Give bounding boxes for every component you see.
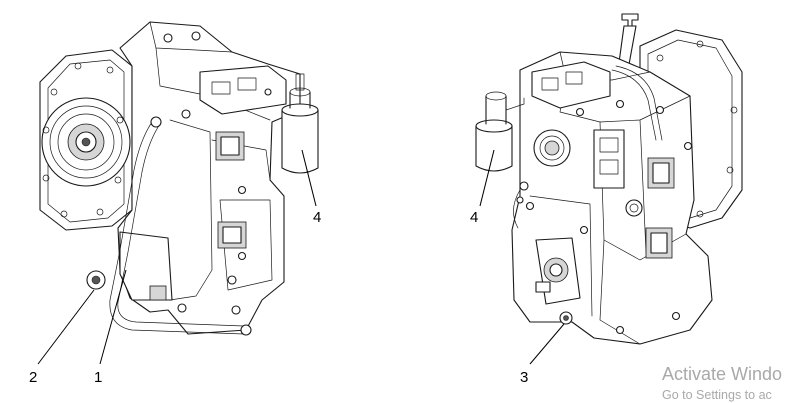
callout-left-2: 2 bbox=[29, 369, 37, 386]
transmission-right-view: 4 3 bbox=[470, 13, 743, 386]
windows-activation-watermark-title: Activate Windo bbox=[662, 364, 783, 384]
leader-line-left-1 bbox=[99, 269, 127, 365]
callout-left-4: 4 bbox=[313, 209, 321, 226]
right-housing bbox=[511, 51, 713, 345]
left-housing bbox=[86, 21, 301, 335]
leader-line-right-3 bbox=[529, 323, 565, 365]
leader-line-right-4 bbox=[479, 149, 495, 207]
callout-left-1: 1 bbox=[94, 369, 102, 386]
left-leader-lines bbox=[37, 149, 317, 365]
transmission-left-view: 2 1 4 bbox=[29, 21, 321, 386]
windows-activation-watermark-subtitle: Go to Settings to ac bbox=[662, 388, 772, 402]
leader-line-left-2 bbox=[37, 289, 95, 365]
leader-line-left-4 bbox=[301, 149, 317, 207]
callout-right-4: 4 bbox=[470, 209, 478, 226]
left-flange bbox=[39, 49, 133, 231]
left-oil-filter bbox=[281, 73, 319, 174]
left-external-pipe bbox=[109, 116, 252, 336]
right-leader-lines bbox=[479, 149, 565, 365]
callout-right-3: 3 bbox=[520, 369, 528, 386]
right-oil-filter bbox=[475, 91, 525, 172]
